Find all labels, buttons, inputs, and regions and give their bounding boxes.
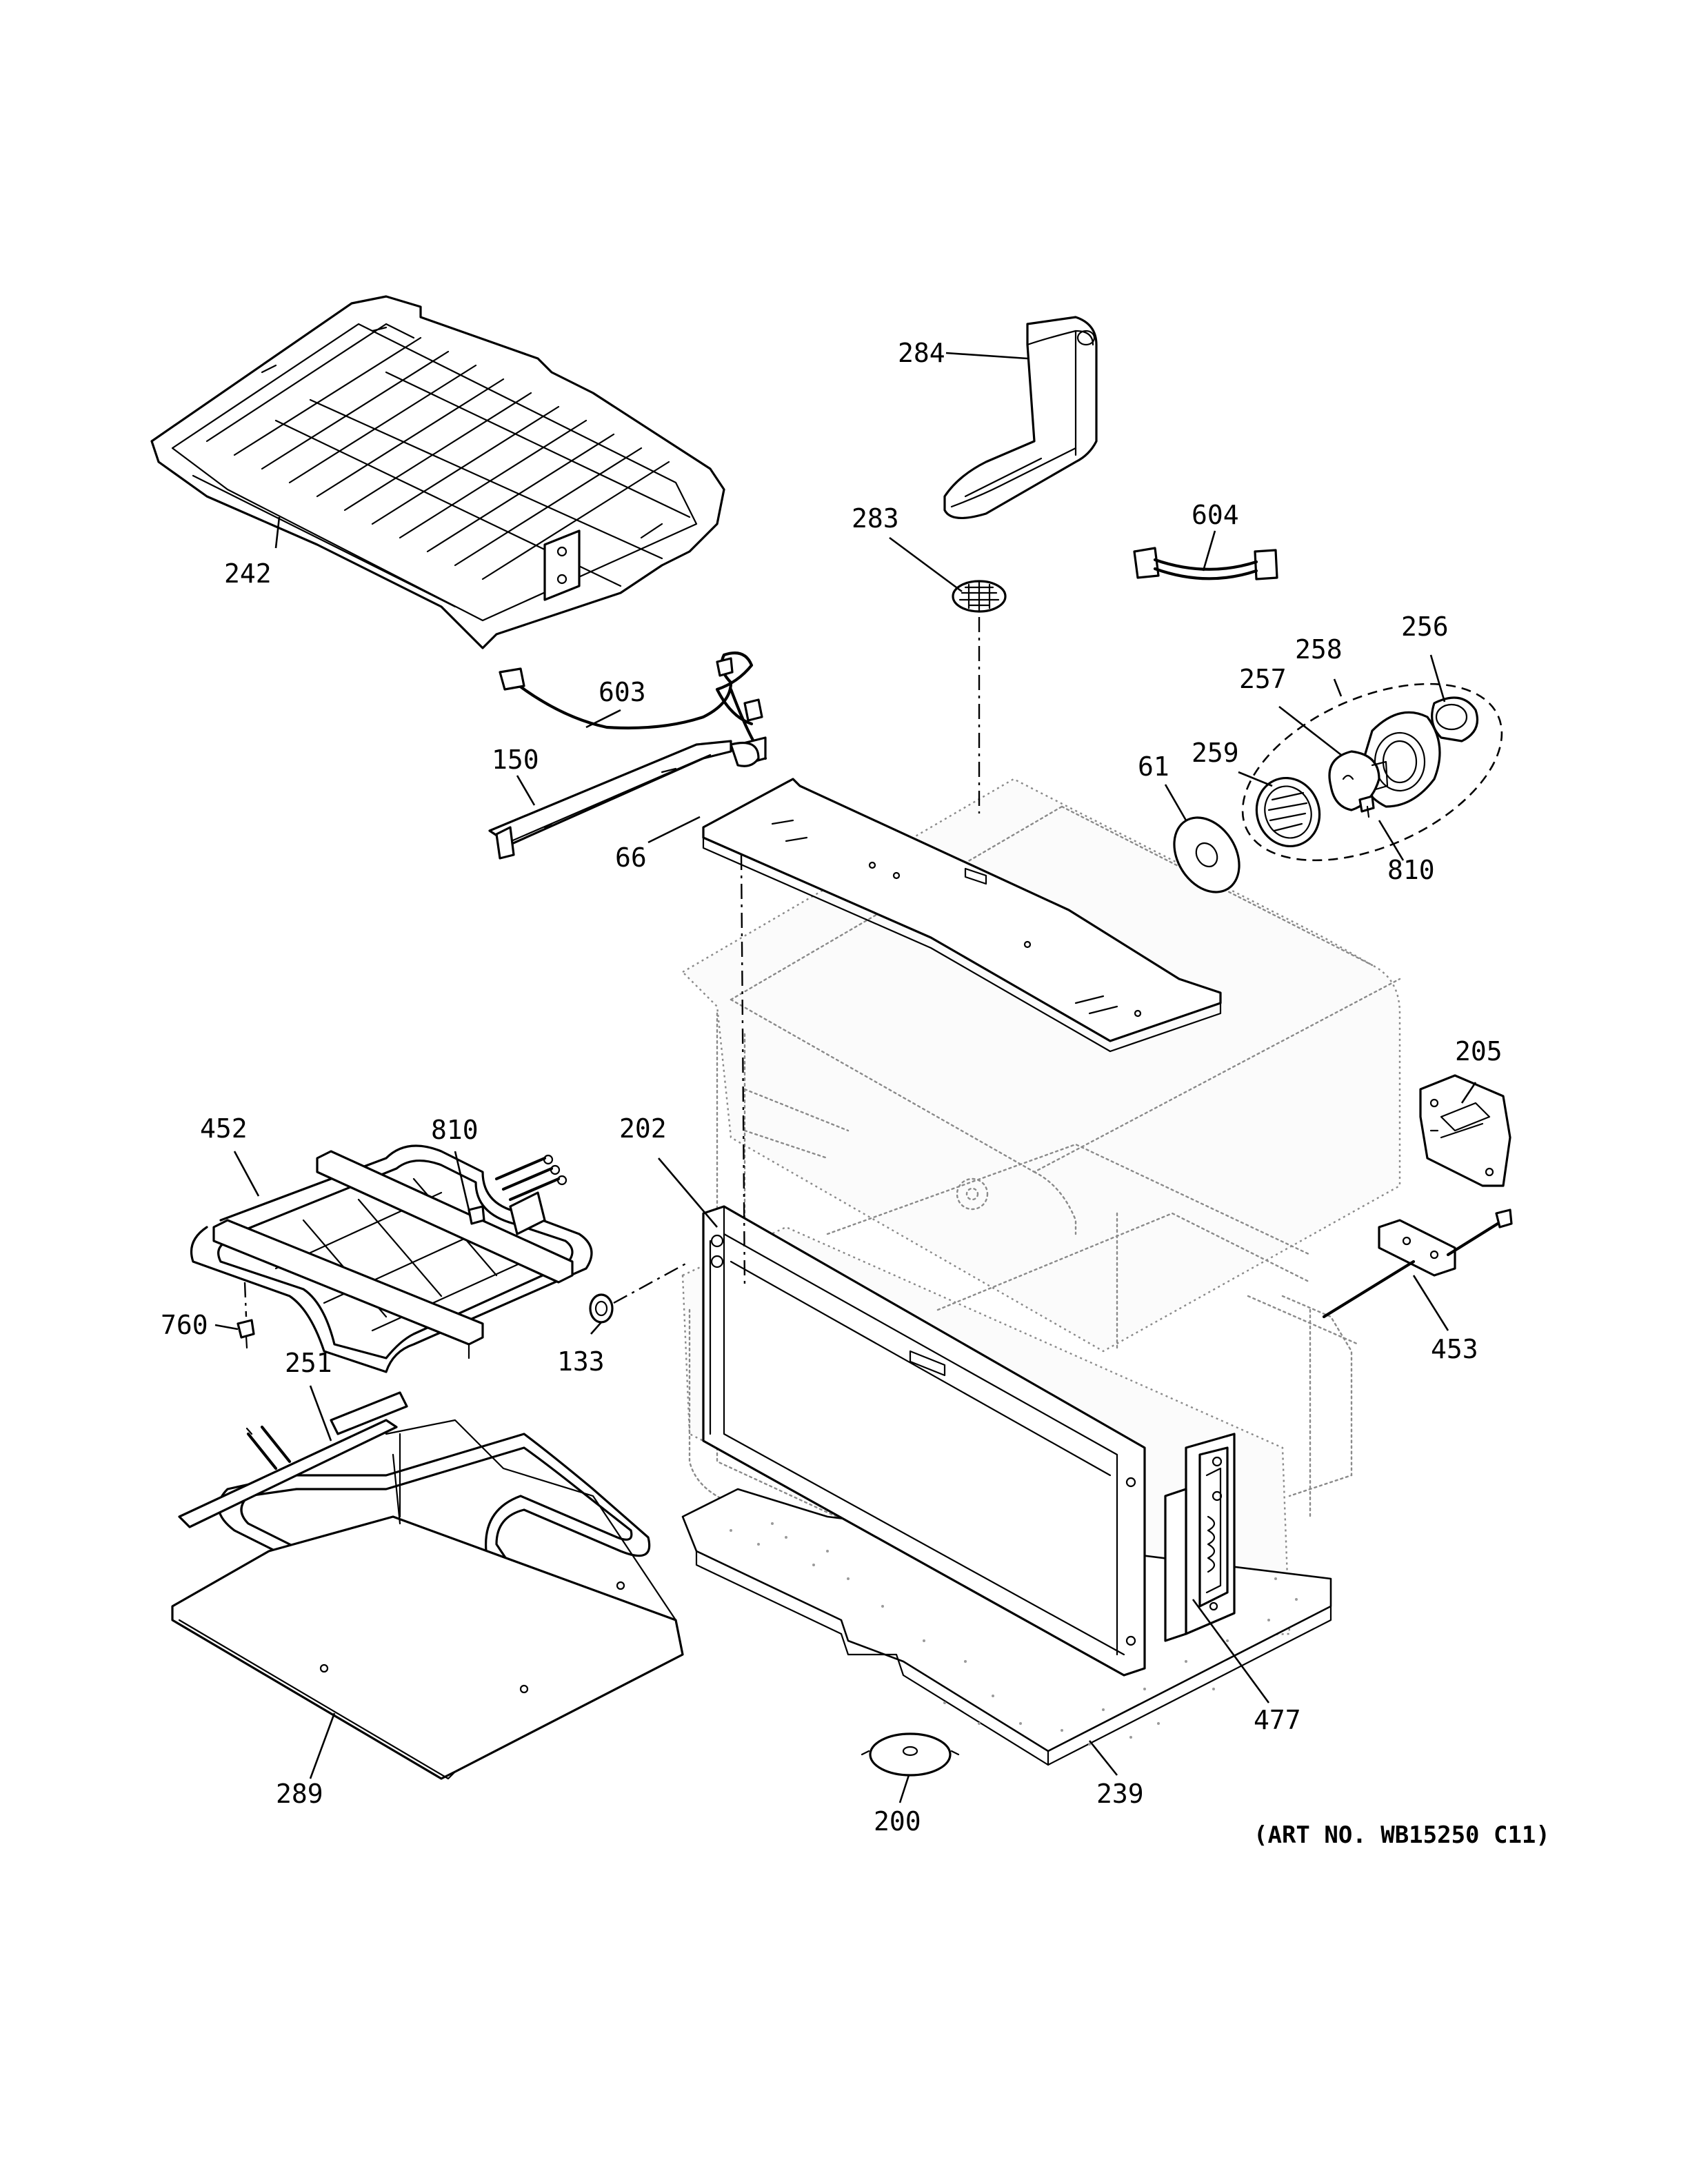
callout-labels: 284 283 604 256 258 257 259 61 810 242 6… <box>161 338 1503 1837</box>
callout-202: 202 <box>619 1113 667 1144</box>
callout-205: 205 <box>1455 1036 1503 1066</box>
front-frame-202 <box>702 1205 1146 1677</box>
leader-lines <box>214 352 1477 1803</box>
lamp-assembly-258 <box>1241 682 1503 862</box>
callout-603: 603 <box>599 677 646 707</box>
gasket-61 <box>1173 816 1240 893</box>
filter-283 <box>952 580 1007 613</box>
callout-289: 289 <box>276 1779 323 1809</box>
hinge-477 <box>1164 1433 1236 1642</box>
probe-bracket-453 <box>1322 1209 1513 1319</box>
callout-760: 760 <box>161 1310 208 1340</box>
front-bracket-66 <box>702 778 1222 1053</box>
callout-259: 259 <box>1192 738 1239 768</box>
art-number: (ART NO. WB15250 C11) <box>1254 1821 1550 1849</box>
callout-257: 257 <box>1239 664 1287 694</box>
callout-604: 604 <box>1192 500 1239 530</box>
insulation-texture <box>730 1522 1298 1746</box>
screw-760 <box>237 1282 255 1349</box>
wire-harness-603 <box>499 651 767 767</box>
callout-242: 242 <box>224 558 272 589</box>
sensor-bracket-150 <box>488 740 760 860</box>
callout-452: 452 <box>200 1113 248 1144</box>
baffle-200 <box>861 1732 960 1777</box>
callout-150: 150 <box>492 745 539 775</box>
broil-element-452 <box>190 1144 593 1373</box>
assembly-centerlines <box>740 617 981 1290</box>
oven-rack-242 <box>150 295 725 649</box>
callout-453: 453 <box>1431 1334 1478 1364</box>
vent-284 <box>943 316 1098 520</box>
callout-133: 133 <box>557 1346 605 1377</box>
wire-604 <box>1133 547 1278 580</box>
callout-283: 283 <box>852 503 899 534</box>
bottom-pan-289 <box>171 1419 684 1780</box>
grommet-133 <box>589 1260 690 1324</box>
callout-256: 256 <box>1401 611 1449 642</box>
callout-66: 66 <box>615 842 647 873</box>
callout-239: 239 <box>1096 1779 1144 1809</box>
callout-284: 284 <box>898 338 945 368</box>
callout-258: 258 <box>1295 634 1343 665</box>
callout-61: 61 <box>1138 751 1169 782</box>
callout-810-lamp: 810 <box>1387 855 1435 885</box>
callout-810-broil: 810 <box>431 1115 479 1145</box>
callout-477: 477 <box>1254 1705 1301 1735</box>
callout-200: 200 <box>874 1806 921 1837</box>
insulation-pad-239 <box>681 1488 1332 1766</box>
cover-205 <box>1419 1074 1511 1187</box>
callout-251: 251 <box>285 1348 332 1378</box>
